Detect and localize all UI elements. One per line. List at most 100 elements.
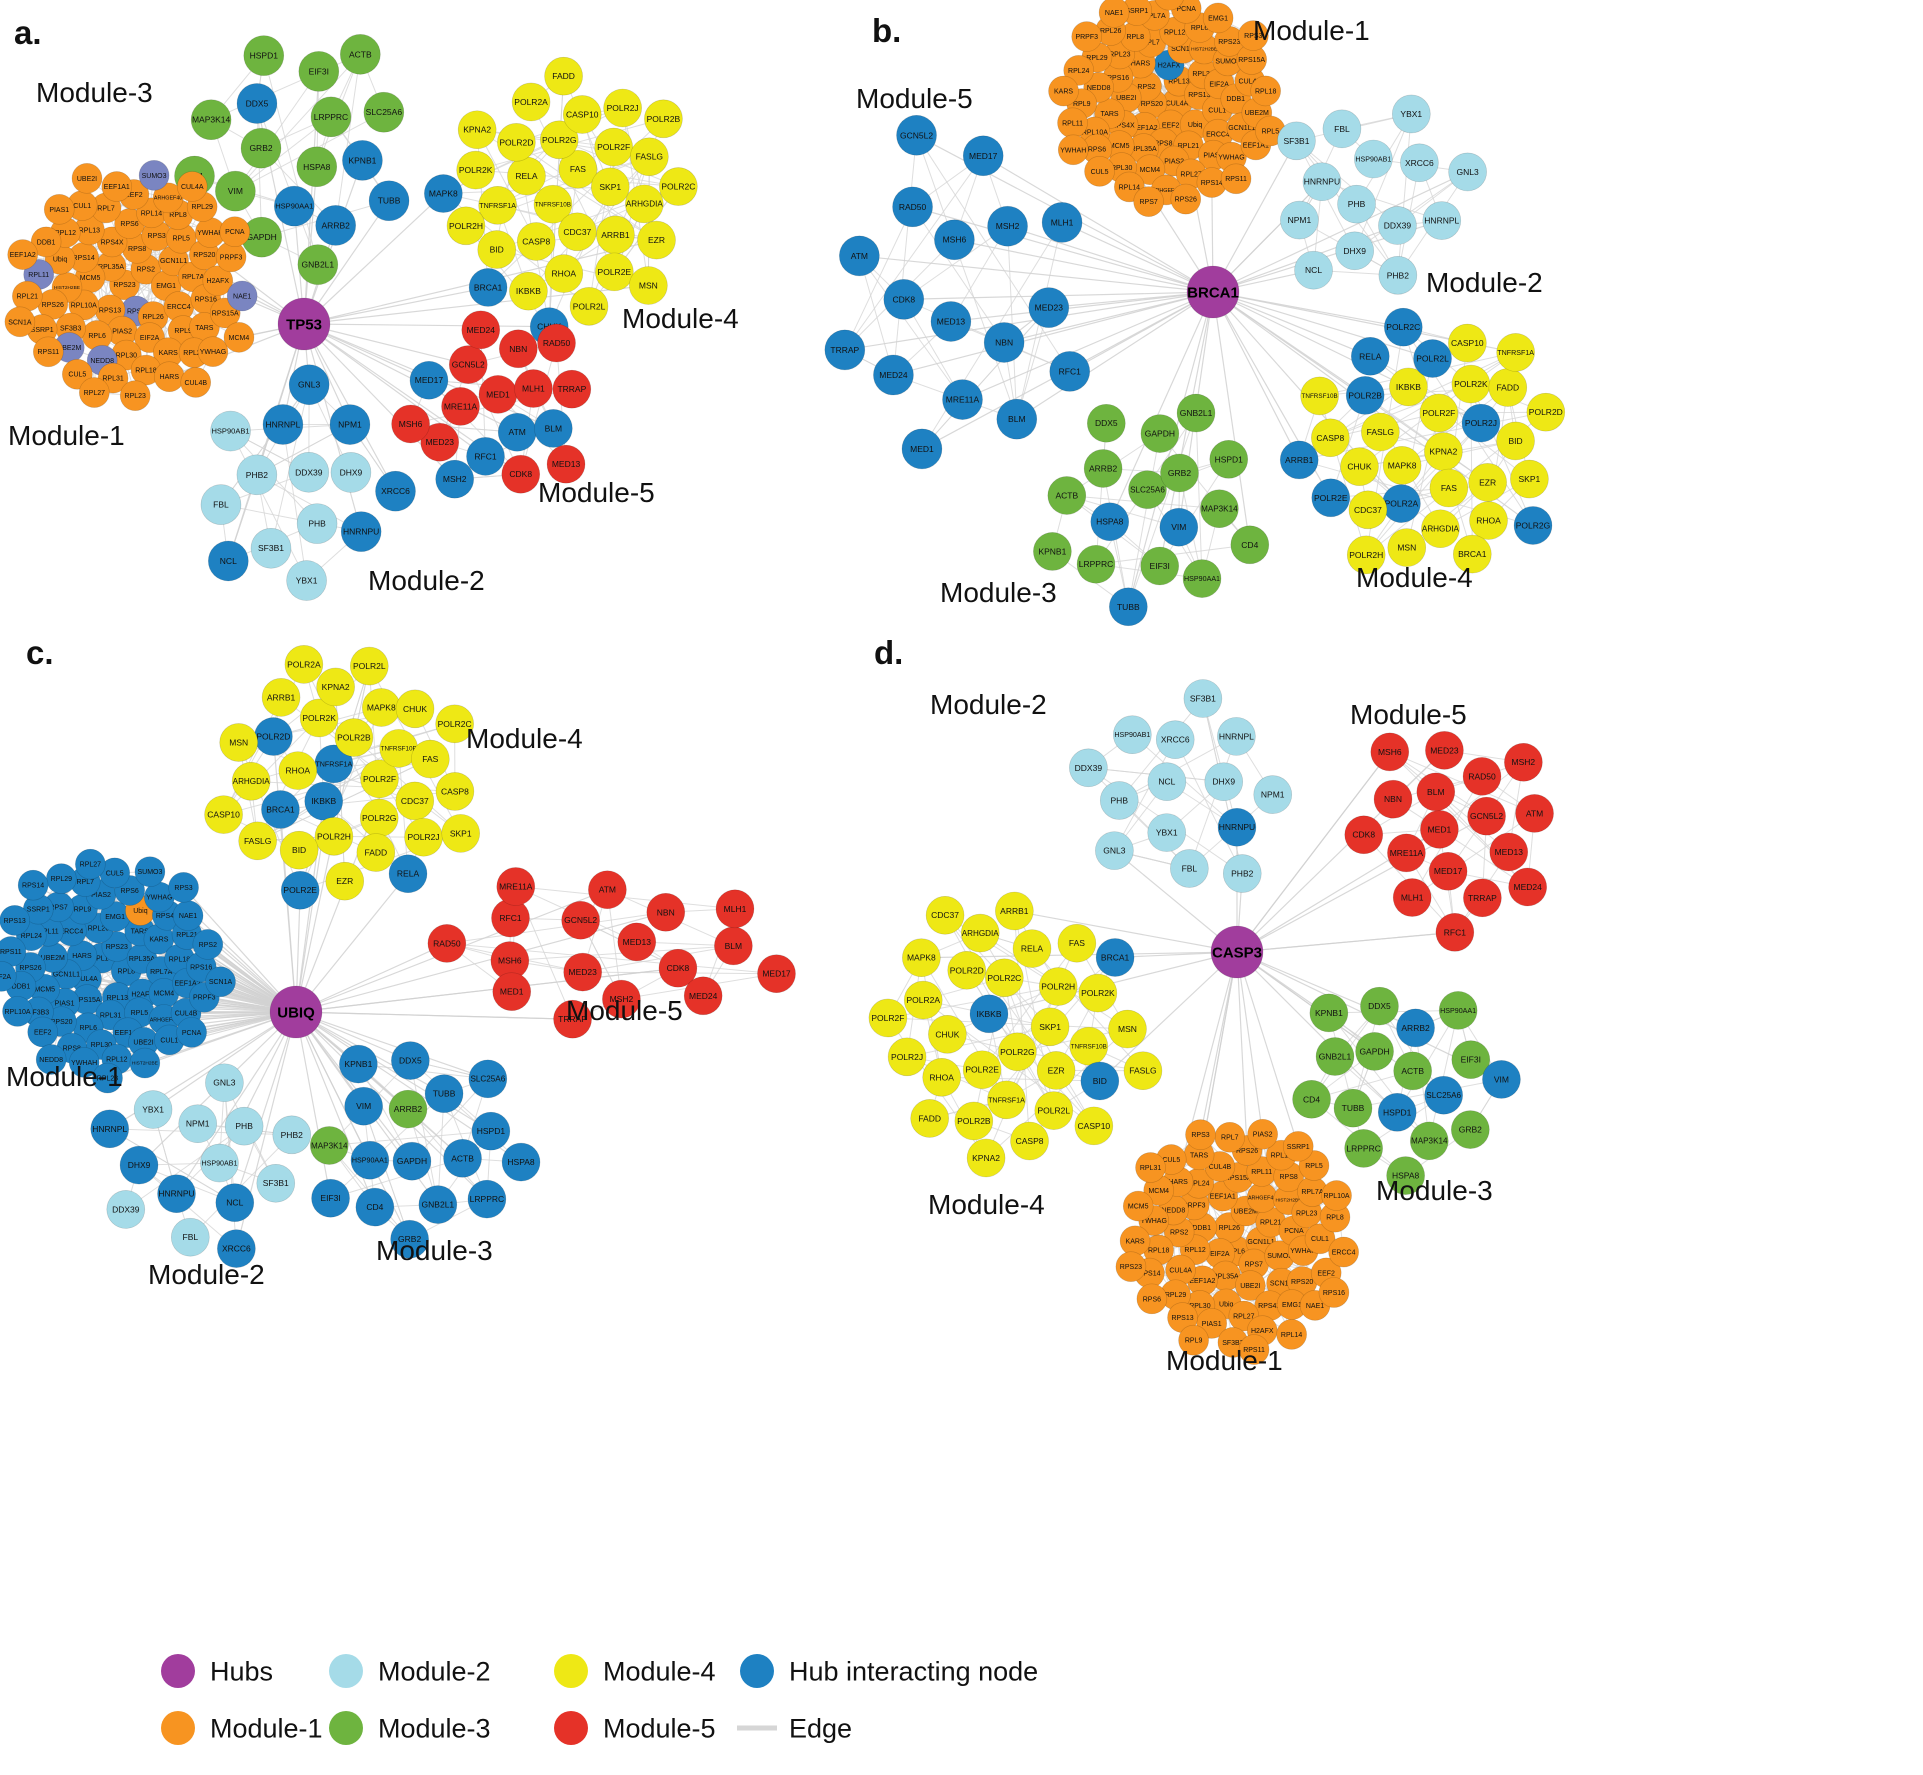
gene-node-TUBB[interactable] [1109,587,1148,627]
gene-node-RPL27[interactable] [75,848,106,880]
gene-node-MRE11A[interactable] [1387,833,1426,873]
gene-node-FAS[interactable] [410,739,450,779]
gene-node-ARHGDIA[interactable] [960,913,1000,953]
gene-node-DHX9[interactable] [1204,762,1244,802]
gene-node-POLR2A[interactable] [903,980,943,1020]
gene-node-POLR2G[interactable] [998,1032,1037,1072]
gene-node-DHX9[interactable] [119,1145,159,1185]
gene-node-POLR2L[interactable] [349,646,389,686]
gene-node-KPNA2[interactable] [966,1138,1006,1178]
gene-node-EZR[interactable] [325,861,365,901]
gene-node-PRPF3[interactable] [1071,21,1103,52]
gene-node-ARHGDIA[interactable] [1421,509,1460,549]
gene-node-NBN[interactable] [498,329,538,369]
gene-node-TNFRSF10B[interactable] [1300,376,1339,416]
gene-node-HSP90AB1[interactable] [1113,715,1152,754]
gene-node-KPNB1[interactable] [1033,532,1072,571]
gene-node-BLM[interactable] [714,926,753,966]
gene-node-YWHAH[interactable] [68,1047,100,1078]
gene-node-PCNA[interactable] [176,1017,207,1048]
gene-node-MSN[interactable] [219,723,259,762]
gene-node-HSPD1[interactable] [243,35,285,76]
gene-node-ATM[interactable] [588,870,627,910]
gene-node-BRCA1[interactable] [468,268,508,307]
gene-node-RPS6[interactable] [1136,1283,1168,1315]
gene-node-RPL10A[interactable] [2,996,33,1027]
gene-node-CASP10[interactable] [1448,323,1487,363]
gene-node-POLR2C[interactable] [435,704,474,744]
gene-node-RPL9[interactable] [1178,1324,1209,1356]
gene-node-SCN1A[interactable] [4,306,36,338]
gene-node-GCN5L2[interactable] [448,345,488,384]
gene-node-RFC1[interactable] [1435,913,1475,952]
gene-node-BRCA1[interactable] [1452,534,1492,574]
gene-node-GAPDH[interactable] [1140,414,1180,453]
gene-node-CUL5[interactable] [1084,156,1115,187]
gene-node-POLR2G[interactable] [539,120,579,160]
gene-node-SKP1[interactable] [441,814,480,853]
gene-node-MAPK8[interactable] [1382,446,1422,485]
gene-node-BLM[interactable] [534,409,573,448]
gene-node-FADD[interactable] [1488,368,1528,407]
gene-node-NEDD8[interactable] [35,1044,67,1075]
gene-node-CASP10[interactable] [562,95,602,134]
gene-node-EIF2A[interactable] [0,961,17,992]
gene-node-TNFRSF1A[interactable] [987,1080,1026,1120]
gene-node-MED1[interactable] [478,375,518,414]
gene-node-SF3B1[interactable] [1277,121,1316,161]
gene-node-ARRB1[interactable] [1279,440,1319,480]
gene-node-RPL14[interactable] [1276,1319,1307,1350]
gene-node-BID[interactable] [1496,421,1535,461]
gene-node-CDC37[interactable] [558,212,597,252]
gene-node-XRCC6[interactable] [375,470,416,512]
gene-node-MSH2[interactable] [602,979,641,1019]
gene-node-SUMO3[interactable] [138,160,170,191]
gene-node-FBL[interactable] [200,484,242,525]
gene-node-CHUK[interactable] [395,689,435,729]
gene-node-TUBB[interactable] [368,180,410,222]
gene-node-MED24[interactable] [683,976,723,1016]
gene-node-GNL3[interactable] [1448,152,1487,192]
gene-node-POLR2H[interactable] [446,206,486,246]
gene-node-PIAS2[interactable] [1247,1118,1278,1150]
gene-node-POLR2L[interactable] [1034,1091,1074,1130]
gene-node-CDC37[interactable] [1348,490,1388,530]
gene-node-DDX39[interactable] [1378,206,1417,245]
gene-node-MAPK8[interactable] [361,688,401,727]
gene-node-MSH2[interactable] [1504,742,1543,782]
gene-node-YBX1[interactable] [1147,813,1187,852]
gene-node-EEF1A2[interactable] [7,239,38,270]
gene-node-KPNA2[interactable] [316,667,355,707]
gene-node-CASP8[interactable] [1311,418,1350,458]
gene-node-MED24[interactable] [461,310,501,350]
gene-node-DDX39[interactable] [106,1190,146,1229]
gene-node-MED23[interactable] [420,422,460,462]
gene-node-HSPA8[interactable] [296,146,338,188]
gene-node-TRRAP[interactable] [552,369,592,409]
gene-node-CDC37[interactable] [925,895,965,935]
gene-node-MAP3K14[interactable] [1409,1121,1449,1161]
gene-node-SLC25A6[interactable] [1424,1075,1463,1115]
gene-node-CD4[interactable] [1292,1079,1331,1119]
gene-node-RPS7[interactable] [1133,186,1164,217]
gene-node-FADD[interactable] [910,1099,949,1138]
gene-node-DDX5[interactable] [391,1041,430,1080]
gene-node-RPS3[interactable] [1238,20,1269,51]
gene-node-SLC25A6[interactable] [363,91,405,133]
gene-node-ARRB1[interactable] [995,891,1034,931]
gene-node-RHOA[interactable] [544,254,584,293]
gene-node-HNRNPL[interactable] [262,404,304,445]
hub-node-TP53[interactable] [277,297,331,351]
gene-node-RPL10A[interactable] [1321,1180,1352,1211]
gene-node-SLC25A6[interactable] [1128,470,1167,509]
gene-node-BID[interactable] [477,230,517,269]
gene-node-FAS[interactable] [1429,468,1469,508]
gene-node-ACTB[interactable] [443,1138,482,1178]
gene-node-FASLG[interactable] [1361,412,1400,452]
gene-node-GAPDH[interactable] [392,1141,432,1181]
gene-node-NCL[interactable] [1294,250,1333,290]
gene-node-RPL7[interactable] [1214,1121,1246,1153]
gene-node-FBL[interactable] [1170,849,1209,888]
gene-node-RPL29[interactable] [46,863,77,894]
gene-node-KPNA2[interactable] [1424,432,1463,471]
